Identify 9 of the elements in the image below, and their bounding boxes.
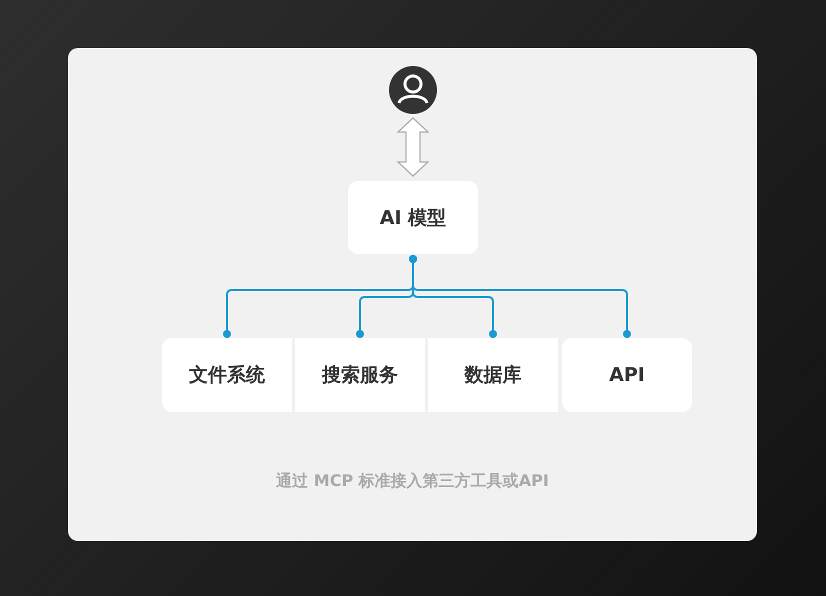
- tool-box: 文件系统: [162, 338, 292, 412]
- tool-box: 搜索服务: [295, 338, 425, 412]
- double-arrow: [396, 117, 430, 177]
- tool-box: API: [562, 338, 692, 412]
- caption: 通过 MCP 标准接入第三方工具或API: [276, 471, 549, 490]
- connector-line: [409, 255, 631, 338]
- tool-box: 数据库: [428, 338, 558, 412]
- avatar-icon: [389, 66, 437, 114]
- model-box: AI 模型: [348, 181, 478, 254]
